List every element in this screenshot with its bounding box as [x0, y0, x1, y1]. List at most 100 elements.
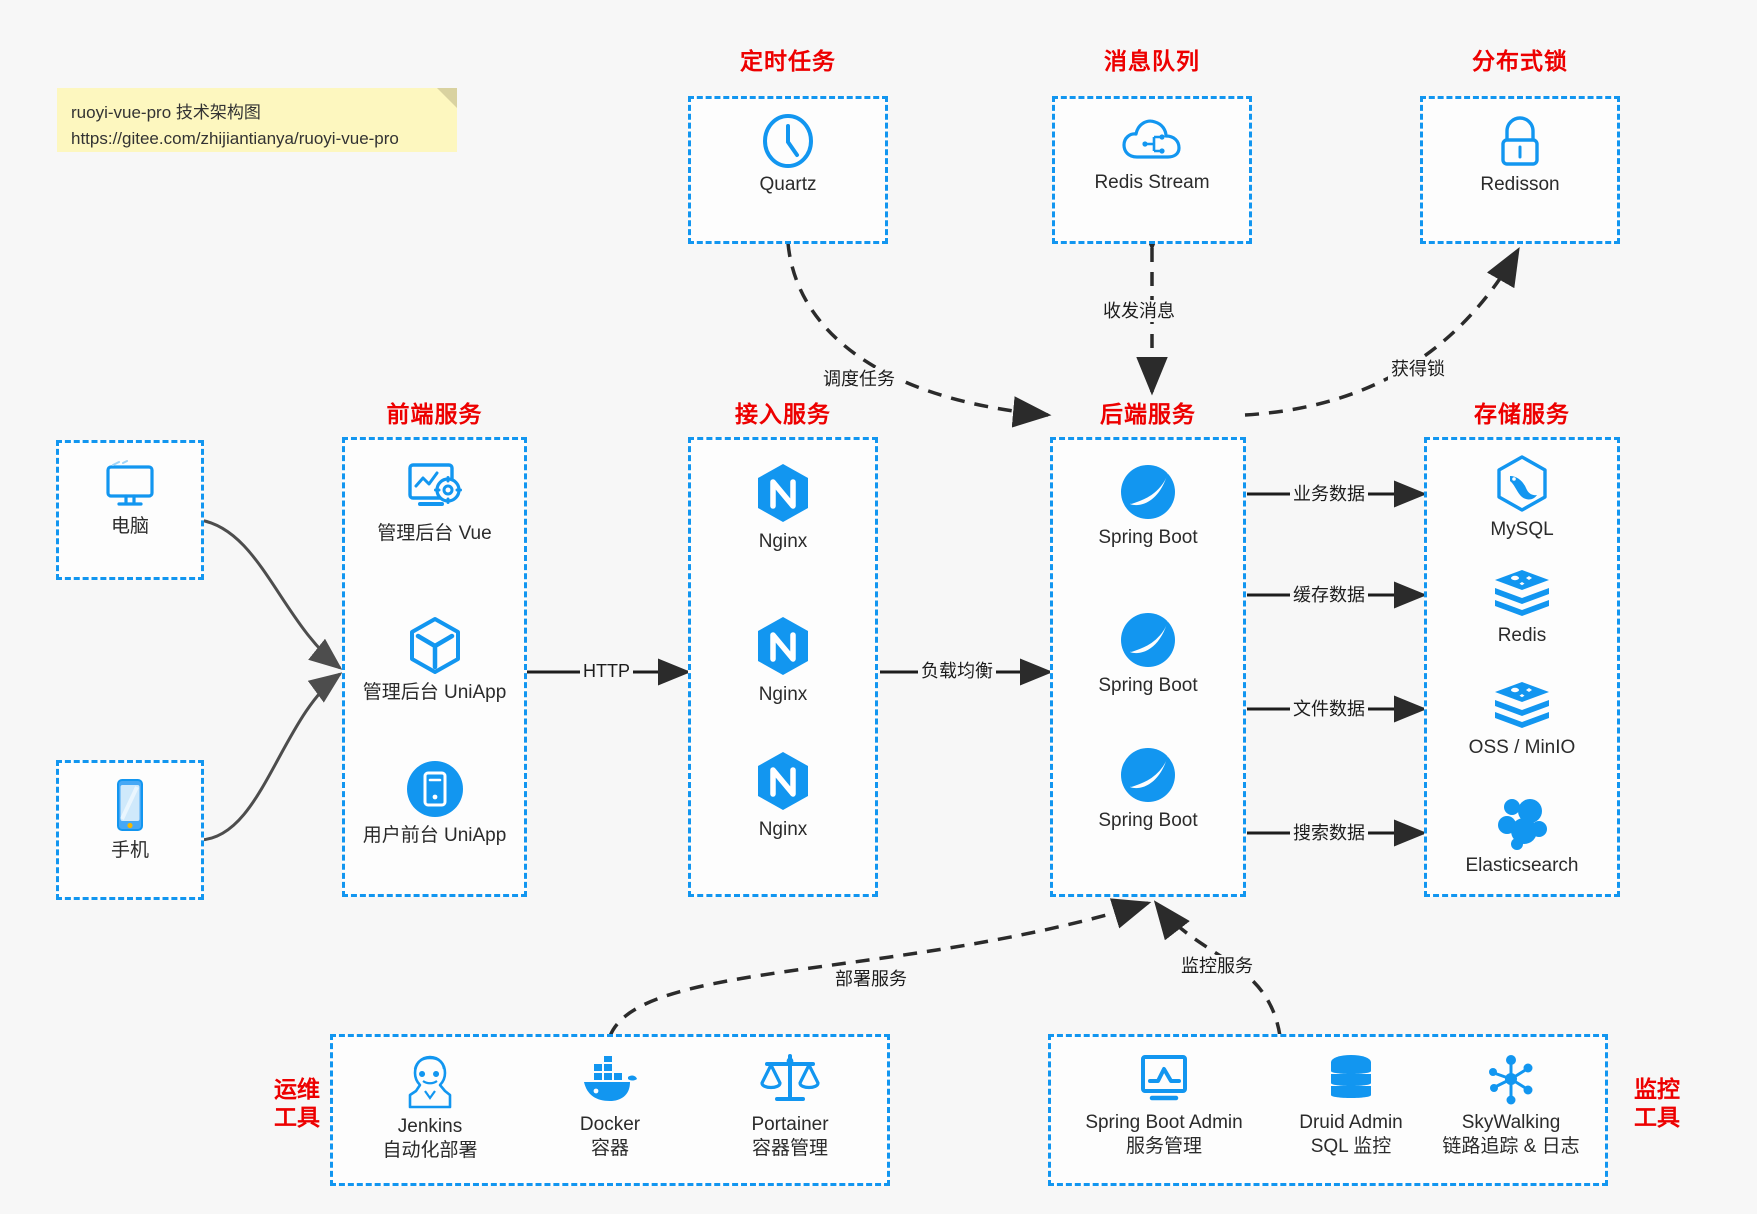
node-mysql[interactable]: MySQL — [1427, 454, 1617, 542]
node-label: OSS / MinIO — [1468, 737, 1576, 758]
node-label: 用户前台 UniApp — [362, 825, 507, 846]
node-docker[interactable]: Docker 容器 — [525, 1055, 695, 1161]
skywalking-icon — [1489, 1055, 1533, 1105]
node-druid-admin[interactable]: Druid Admin SQL 监控 — [1266, 1053, 1436, 1159]
group-title-frontend: 前端服务 — [386, 401, 483, 427]
node-label: Redis Stream — [1094, 172, 1210, 193]
node-jenkins[interactable]: Jenkins 自动化部署 — [345, 1051, 515, 1163]
group-title-message-queue: 消息队列 — [1104, 48, 1200, 74]
node-label: SkyWalking — [1461, 1112, 1561, 1133]
node-label: Spring Boot — [1098, 810, 1198, 831]
node-label: Nginx — [758, 684, 808, 705]
group-title-monitor-line2: 工具 — [1634, 1104, 1680, 1130]
edge-label-business-data: 业务数据 — [1290, 483, 1368, 505]
node-redisson[interactable]: Redisson — [1423, 115, 1617, 197]
group-box-storage: MySQL Redis OSS / MinIO — [1424, 437, 1620, 897]
oss-minio-icon — [1495, 682, 1549, 728]
dashboard-gear-icon — [407, 463, 462, 506]
node-label: Docker — [579, 1114, 641, 1135]
edge-label-search-data: 搜索数据 — [1290, 822, 1368, 844]
note-line-1: ruoyi-vue-pro 技术架构图 — [71, 103, 261, 122]
elasticsearch-icon — [1498, 799, 1547, 850]
node-label: Redisson — [1480, 174, 1560, 195]
spring-boot-icon — [1121, 465, 1175, 519]
edge-label-deploy-service: 部署服务 — [832, 968, 910, 990]
node-spring-boot-1[interactable]: Spring Boot — [1053, 462, 1243, 550]
node-label: Redis — [1497, 625, 1547, 646]
edge-label-cache-data: 缓存数据 — [1290, 584, 1368, 606]
group-title-devops-line2: 工具 — [274, 1104, 320, 1130]
group-box-client-desktop: 电脑 — [56, 440, 204, 580]
node-mobile[interactable]: 手机 — [59, 777, 201, 863]
edge-label-load-balance: 负载均衡 — [918, 660, 996, 682]
group-box-scheduled-task: Quartz — [688, 96, 888, 244]
node-sublabel: 服务管理 — [1125, 1136, 1202, 1157]
edge-label-file-data: 文件数据 — [1290, 698, 1368, 720]
group-box-frontend: 管理后台 Vue 管理后台 UniApp 用户前台 UniApp — [342, 437, 527, 897]
database-icon — [1331, 1055, 1371, 1098]
node-nginx-3[interactable]: Nginx — [691, 750, 875, 842]
node-label: Nginx — [758, 819, 808, 840]
node-skywalking[interactable]: SkyWalking 链路追踪 & 日志 — [1421, 1053, 1601, 1159]
node-portainer[interactable]: Portainer 容器管理 — [705, 1051, 875, 1161]
node-label: Jenkins — [397, 1116, 463, 1137]
node-label: Nginx — [758, 531, 808, 552]
group-title-devops: 运维 工具 — [258, 1075, 336, 1131]
group-title-monitor: 监控 工具 — [1618, 1075, 1696, 1131]
hexagon-cube-icon — [409, 617, 460, 674]
node-label: Quartz — [759, 174, 817, 195]
edge-label-send-receive-message: 收发消息 — [1100, 300, 1178, 322]
monitor-chart-icon — [1141, 1055, 1187, 1101]
nginx-icon — [758, 752, 808, 810]
lock-icon — [1501, 116, 1539, 166]
node-admin-vue[interactable]: 管理后台 Vue — [345, 460, 524, 546]
spring-boot-icon — [1121, 613, 1175, 667]
node-label: 电脑 — [110, 516, 149, 537]
docker-icon — [584, 1056, 637, 1101]
edge-label-monitor-service: 监控服务 — [1178, 955, 1256, 977]
node-redis-stream[interactable]: Redis Stream — [1055, 115, 1249, 195]
node-sublabel: 链路追踪 & 日志 — [1442, 1136, 1580, 1157]
node-label: 手机 — [110, 840, 149, 861]
node-spring-boot-3[interactable]: Spring Boot — [1053, 745, 1243, 833]
edge-label-acquire-lock: 获得锁 — [1388, 358, 1448, 380]
node-label: Spring Boot — [1098, 675, 1198, 696]
nginx-icon — [758, 464, 808, 522]
node-label: Spring Boot — [1098, 527, 1198, 548]
node-label: Druid Admin — [1299, 1112, 1403, 1133]
node-spring-boot-admin[interactable]: Spring Boot Admin 服务管理 — [1059, 1053, 1269, 1159]
mobile-icon — [117, 779, 143, 831]
group-box-monitor: Spring Boot Admin 服务管理 Druid Admin SQL 监… — [1048, 1034, 1608, 1186]
edge-label-http: HTTP — [580, 660, 633, 682]
node-sublabel: SQL 监控 — [1310, 1136, 1392, 1157]
edge-label-schedule-task: 调度任务 — [820, 368, 898, 390]
node-nginx-2[interactable]: Nginx — [691, 615, 875, 707]
node-sublabel: 自动化部署 — [382, 1140, 478, 1161]
node-redis[interactable]: Redis — [1427, 568, 1617, 648]
node-spring-boot-2[interactable]: Spring Boot — [1053, 610, 1243, 698]
node-elasticsearch[interactable]: Elasticsearch — [1427, 794, 1617, 878]
node-sublabel: 容器管理 — [751, 1138, 828, 1159]
group-title-backend: 后端服务 — [1100, 401, 1196, 427]
cloud-stream-icon — [1122, 119, 1181, 159]
jenkins-icon — [408, 1055, 452, 1109]
node-label: Spring Boot Admin — [1085, 1112, 1243, 1133]
redis-icon — [1495, 570, 1549, 616]
app-circle-icon — [406, 761, 463, 817]
group-title-distributed-lock: 分布式锁 — [1472, 48, 1568, 74]
group-title-devops-line1: 运维 — [274, 1076, 320, 1102]
node-oss-minio[interactable]: OSS / MinIO — [1427, 680, 1617, 760]
group-box-distributed-lock: Redisson — [1420, 96, 1620, 244]
node-user-uniapp[interactable]: 用户前台 UniApp — [345, 758, 524, 848]
node-desktop[interactable]: 电脑 — [59, 459, 201, 539]
group-title-gateway: 接入服务 — [735, 401, 831, 427]
node-quartz[interactable]: Quartz — [691, 113, 885, 197]
note-line-2: https://gitee.com/zhijiantianya/ruoyi-vu… — [71, 129, 399, 148]
node-nginx-1[interactable]: Nginx — [691, 462, 875, 554]
node-admin-uniapp[interactable]: 管理后台 UniApp — [345, 615, 524, 705]
mysql-icon — [1497, 455, 1547, 512]
node-label: 管理后台 Vue — [377, 523, 492, 544]
group-title-monitor-line1: 监控 — [1634, 1076, 1680, 1102]
nginx-icon — [758, 617, 808, 675]
